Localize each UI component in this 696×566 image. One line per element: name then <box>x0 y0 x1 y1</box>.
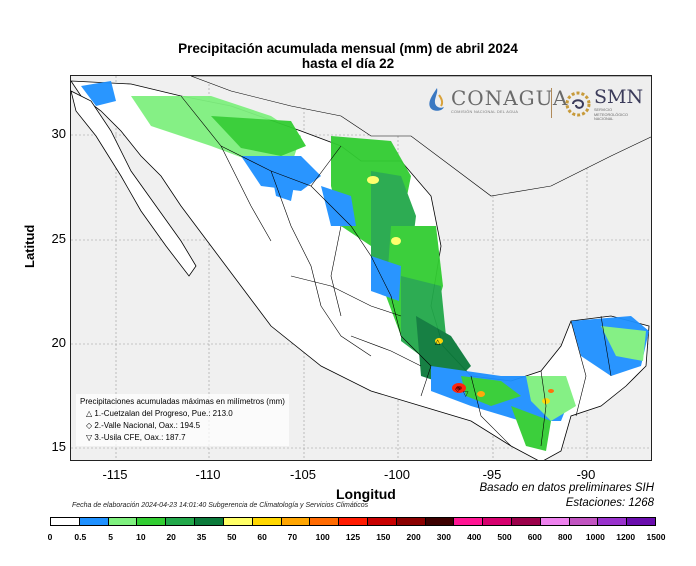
colorbar-label: 100 <box>315 532 330 542</box>
smn-subtitle-3: NACIONAL <box>594 117 614 121</box>
legend-item-1: △ 1.-Cuetzalan del Progreso, Pue.: 213.0 <box>86 409 233 418</box>
max-marker-2: ◇ <box>455 386 461 393</box>
colorbar-label: 70 <box>287 532 298 542</box>
smn-subtitle-2: METEOROLÓGICO <box>594 112 628 117</box>
precipitation-map: △ ◇ ▽ <box>71 76 651 460</box>
triangle-up-icon: △ <box>86 409 93 418</box>
colorbar-swatch <box>454 518 484 525</box>
colorbar-swatch <box>166 518 196 525</box>
max-marker-3: ▽ <box>463 391 469 398</box>
colorbar-label: 0 <box>47 532 53 542</box>
colorbar-swatch <box>367 518 397 525</box>
triangle-down-icon: ▽ <box>86 433 93 442</box>
usa-region <box>190 76 651 197</box>
colorbar-label: 300 <box>436 532 451 542</box>
colorbar-label: 400 <box>467 532 482 542</box>
source-note: Basado en datos preliminares SIH <box>479 482 654 494</box>
colorbar-label: 10 <box>136 532 146 542</box>
colorbar-swatch <box>425 518 455 525</box>
map-title-line-2: hasta el día 22 <box>301 56 395 71</box>
colorbar-swatch <box>598 518 628 525</box>
colorbar <box>50 517 656 526</box>
diamond-icon: ◇ <box>86 421 93 430</box>
colorbar-swatch <box>281 518 311 525</box>
colorbar-label: 1000 <box>585 532 605 542</box>
colorbar-label: 1500 <box>646 532 666 542</box>
smn-wordmark: SMN <box>594 86 644 108</box>
colorbar-label: 150 <box>376 532 391 542</box>
y-tick-25: 25 <box>51 231 66 246</box>
colorbar-label: 200 <box>406 532 421 542</box>
map-title-line-1: Precipitación acumulada mensual (mm) de … <box>178 41 518 56</box>
x-tick-105: -105 <box>289 467 317 482</box>
colorbar-swatch <box>108 518 138 525</box>
map-panel: △ ◇ ▽ <box>70 75 652 461</box>
colorbar-swatch <box>512 518 541 525</box>
smn-sun-icon <box>565 91 591 117</box>
precipitation-fields <box>81 81 649 451</box>
colorbar-swatch <box>569 518 599 525</box>
colorbar-swatch <box>483 518 512 525</box>
legend-item-3: ▽ 3.-Usila CFE, Oax.: 187.7 <box>86 433 186 442</box>
colorbar-swatch <box>51 518 80 525</box>
colorbar-swatch <box>223 518 253 525</box>
smn-logo: SMN SERVICIO METEOROLÓGICO NACIONAL <box>564 86 643 122</box>
colorbar-label: 125 <box>345 532 361 542</box>
x-tick-90: -90 <box>576 467 596 482</box>
logo-divider <box>551 88 552 118</box>
colorbar-label: 500 <box>497 532 512 542</box>
smn-subtitle-1: SERVICIO <box>594 108 613 112</box>
colorbar-label: 1200 <box>616 532 636 542</box>
colorbar-label: 0.5 <box>74 532 87 542</box>
colorbar-labels: 0 0.5 5 10 20 35 50 60 70 100 125 150 200 300 400 500 60… <box>0 532 696 546</box>
colorbar-label: 50 <box>227 532 237 542</box>
y-axis-label: Latitud <box>22 224 37 268</box>
water-drop-icon <box>429 88 444 111</box>
colorbar-label: 800 <box>558 532 573 542</box>
conagua-logo: CONAGUA COMISIÓN NACIONAL DEL AGUA <box>426 86 568 114</box>
x-tick-110: -110 <box>195 467 221 482</box>
x-axis-label: Longitud <box>336 486 396 502</box>
y-tick-30: 30 <box>51 126 66 141</box>
footer-note: Fecha de elaboración 2024-04-23 14:01:40… <box>72 502 369 509</box>
max-marker-1: △ <box>435 339 441 346</box>
colorbar-swatch <box>137 518 167 525</box>
x-tick-100: -100 <box>383 467 411 482</box>
colorbar-label: 5 <box>108 532 113 542</box>
colorbar-swatch <box>79 518 109 525</box>
colorbar-swatch <box>252 518 282 525</box>
state-boundaries <box>180 95 612 447</box>
colorbar-label: 60 <box>257 532 267 542</box>
conagua-subtitle: COMISIÓN NACIONAL DEL AGUA <box>451 110 519 114</box>
legend-heading: Precipitaciones acumuladas máximas en mi… <box>80 397 285 406</box>
x-tick-95: -95 <box>482 467 502 482</box>
colorbar-swatch <box>540 518 570 525</box>
colorbar-label: 35 <box>196 532 207 542</box>
stations-note: Estaciones: 1268 <box>565 497 654 509</box>
y-tick-15: 15 <box>51 439 66 454</box>
colorbar-swatch <box>195 518 224 525</box>
colorbar-label: 600 <box>527 532 542 542</box>
max-precipitation-legend: Precipitaciones acumuladas máximas en mi… <box>76 394 289 446</box>
colorbar-swatch <box>310 518 340 525</box>
y-tick-20: 20 <box>51 335 66 350</box>
x-tick-115: -115 <box>102 467 128 482</box>
colorbar-swatch <box>396 518 426 525</box>
conagua-wordmark: CONAGUA <box>451 86 569 110</box>
colorbar-swatch <box>627 518 656 525</box>
legend-item-2: ◇ 2.-Valle Nacional, Oax.: 194.5 <box>86 421 201 430</box>
colorbar-label: 20 <box>166 532 176 542</box>
colorbar-swatch <box>339 518 368 525</box>
